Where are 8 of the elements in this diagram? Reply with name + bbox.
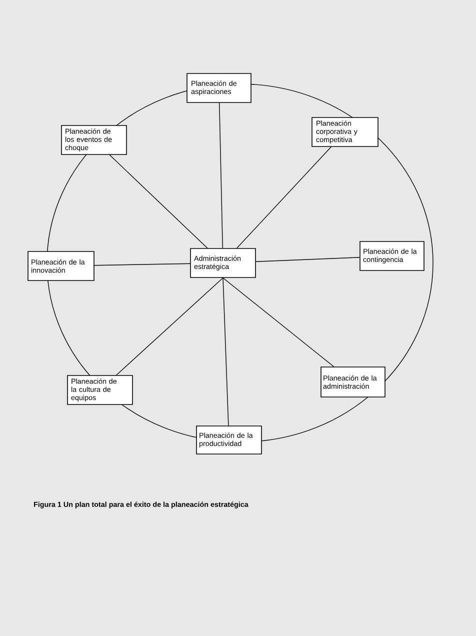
connector-line bbox=[222, 278, 229, 426]
connector-line bbox=[218, 102, 223, 248]
connector-line bbox=[222, 278, 334, 367]
connector-line bbox=[94, 263, 190, 266]
connector-line bbox=[116, 278, 224, 376]
connector-line bbox=[109, 154, 208, 248]
connector-line bbox=[236, 146, 332, 248]
connector-line bbox=[256, 257, 360, 262]
